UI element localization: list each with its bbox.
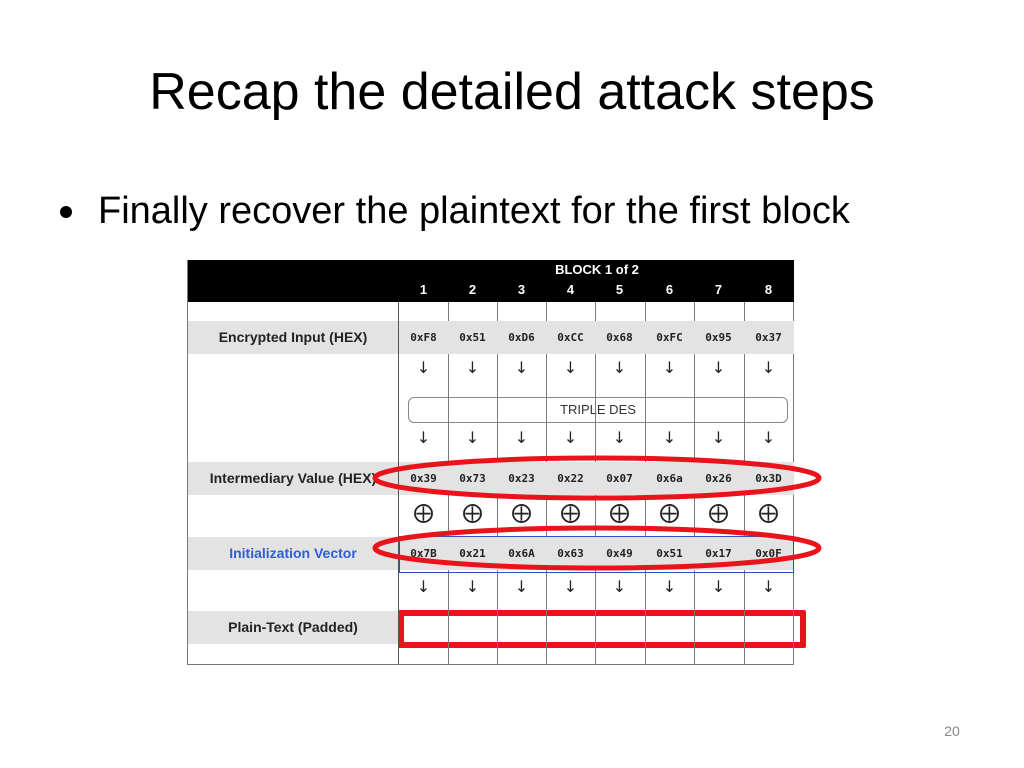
column-number: 7 bbox=[714, 282, 723, 297]
plain-text-label: Plain-Text (Padded) bbox=[228, 619, 358, 635]
xor-icon: ⨁ bbox=[413, 500, 434, 524]
column-number: 4 bbox=[566, 282, 575, 297]
down-arrow-icon: ↓ bbox=[563, 577, 578, 596]
down-arrow-icon: ↓ bbox=[612, 577, 627, 596]
column-number: 6 bbox=[665, 282, 674, 297]
column-number: 3 bbox=[517, 282, 526, 297]
bullet-dot-icon bbox=[60, 205, 72, 218]
down-arrow-icon: ↓ bbox=[761, 358, 776, 377]
down-arrow-icon: ↓ bbox=[416, 577, 431, 596]
encrypted-input-cell: 0xCC bbox=[557, 331, 584, 344]
intermediary-value-cell: 0x73 bbox=[459, 472, 486, 485]
plain-text-label-band bbox=[188, 611, 398, 644]
encrypted-input-cell: 0xF8 bbox=[410, 331, 437, 344]
encrypted-input-row: 0xF8 0x51 0xD6 0xCC 0x68 0xFC 0x95 0x37 bbox=[399, 321, 794, 354]
down-arrow-icon: ↓ bbox=[416, 358, 431, 377]
intermediary-value-label-band bbox=[188, 462, 398, 495]
plaintext-highlight-box bbox=[398, 610, 806, 648]
initialization-vector-label: Initialization Vector bbox=[229, 545, 357, 561]
intermediary-value-row: 0x39 0x73 0x23 0x22 0x07 0x6a 0x26 0x3D bbox=[399, 462, 794, 495]
encrypted-input-cell: 0x68 bbox=[606, 331, 633, 344]
encrypted-input-cell: 0xD6 bbox=[508, 331, 535, 344]
down-arrow-icon: ↓ bbox=[465, 428, 480, 447]
triple-des-box: TRIPLE DES bbox=[408, 397, 788, 423]
block-title: BLOCK 1 of 2 bbox=[555, 262, 639, 277]
down-arrow-icon: ↓ bbox=[761, 577, 776, 596]
down-arrow-icon: ↓ bbox=[662, 428, 677, 447]
intermediary-value-cell: 0x39 bbox=[410, 472, 437, 485]
block-header: BLOCK 1 of 2 1 2 3 4 5 6 7 8 bbox=[188, 260, 794, 302]
encrypted-input-label: Encrypted Input (HEX) bbox=[218, 329, 368, 345]
down-arrow-icon: ↓ bbox=[563, 358, 578, 377]
down-arrow-icon: ↓ bbox=[662, 358, 677, 377]
down-arrow-icon: ↓ bbox=[612, 428, 627, 447]
intermediary-value-cell: 0x07 bbox=[606, 472, 633, 485]
down-arrow-icon: ↓ bbox=[662, 577, 677, 596]
down-arrow-icon: ↓ bbox=[761, 428, 776, 447]
down-arrow-icon: ↓ bbox=[514, 577, 529, 596]
bullet-text: Finally recover the plaintext for the fi… bbox=[98, 190, 850, 232]
xor-icon: ⨁ bbox=[609, 500, 630, 524]
iv-highlight-frame bbox=[399, 536, 794, 573]
intermediary-value-cell: 0x6a bbox=[656, 472, 683, 485]
down-arrow-icon: ↓ bbox=[711, 577, 726, 596]
initialization-vector-label-band bbox=[188, 537, 398, 570]
intermediary-value-cell: 0x22 bbox=[557, 472, 584, 485]
encrypted-input-cell: 0x51 bbox=[459, 331, 486, 344]
xor-icon: ⨁ bbox=[758, 500, 779, 524]
xor-icon: ⨁ bbox=[659, 500, 680, 524]
encrypted-input-cell: 0x95 bbox=[705, 331, 732, 344]
intermediary-value-cell: 0x23 bbox=[508, 472, 535, 485]
column-number: 2 bbox=[468, 282, 477, 297]
column-number: 5 bbox=[615, 282, 624, 297]
xor-icon: ⨁ bbox=[462, 500, 483, 524]
column-number: 8 bbox=[764, 282, 773, 297]
down-arrow-icon: ↓ bbox=[711, 358, 726, 377]
encrypted-input-cell: 0xFC bbox=[656, 331, 683, 344]
down-arrow-icon: ↓ bbox=[465, 577, 480, 596]
padding-oracle-diagram: BLOCK 1 of 2 1 2 3 4 5 6 7 8 TRIPLE DES Encrypt… bbox=[187, 260, 806, 665]
down-arrow-icon: ↓ bbox=[514, 428, 529, 447]
intermediary-value-cell: 0x3D bbox=[755, 472, 782, 485]
xor-icon: ⨁ bbox=[511, 500, 532, 524]
down-arrow-icon: ↓ bbox=[465, 358, 480, 377]
down-arrow-icon: ↓ bbox=[563, 428, 578, 447]
bullet-item: Finally recover the plaintext for the fi… bbox=[60, 190, 850, 233]
intermediary-value-label: Intermediary Value (HEX) bbox=[209, 470, 377, 486]
down-arrow-icon: ↓ bbox=[514, 358, 529, 377]
xor-icon: ⨁ bbox=[560, 500, 581, 524]
encrypted-input-cell: 0x37 bbox=[755, 331, 782, 344]
down-arrow-icon: ↓ bbox=[416, 428, 431, 447]
encrypted-input-label-band bbox=[188, 321, 398, 354]
column-number: 1 bbox=[419, 282, 428, 297]
slide-title: Recap the detailed attack steps bbox=[149, 63, 875, 121]
xor-icon: ⨁ bbox=[708, 500, 729, 524]
intermediary-value-cell: 0x26 bbox=[705, 472, 732, 485]
down-arrow-icon: ↓ bbox=[711, 428, 726, 447]
down-arrow-icon: ↓ bbox=[612, 358, 627, 377]
page-number: 20 bbox=[944, 723, 960, 739]
